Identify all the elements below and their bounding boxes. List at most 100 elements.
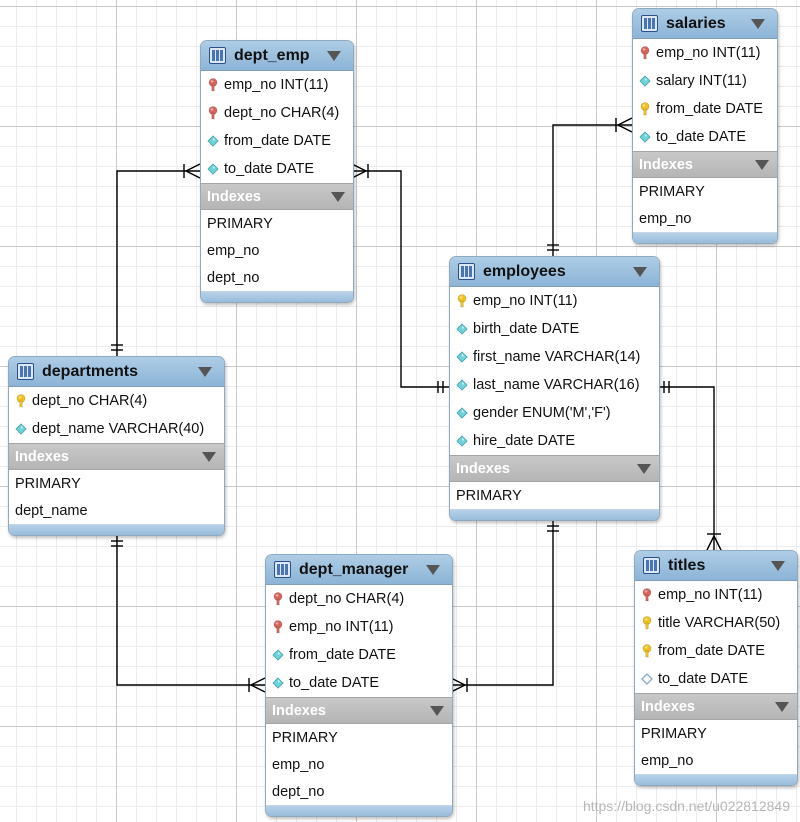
table-header[interactable]: departments — [9, 357, 224, 387]
column-row[interactable]: gender ENUM('M','F') — [450, 399, 659, 427]
collapse-triangle-icon[interactable] — [430, 705, 444, 716]
collapse-triangle-icon[interactable] — [751, 18, 765, 29]
column-row[interactable]: last_name VARCHAR(16) — [450, 371, 659, 399]
column-row[interactable]: to_date DATE — [633, 123, 777, 151]
column-row[interactable]: hire_date DATE — [450, 427, 659, 455]
foreign-key-icon — [208, 106, 218, 120]
collapse-triangle-icon[interactable] — [771, 560, 785, 571]
crows-foot-marker — [250, 677, 266, 686]
connector-employees-salaries — [552, 124, 632, 256]
column-label: dept_no CHAR(4) — [32, 393, 148, 409]
indexes-header[interactable]: Indexes — [201, 183, 353, 210]
indexes-header[interactable]: Indexes — [9, 443, 224, 470]
crows-foot-marker — [617, 117, 633, 126]
crows-foot-marker — [185, 163, 201, 172]
column-row[interactable]: dept_no CHAR(4) — [9, 387, 224, 415]
column-row[interactable]: emp_no INT(11) — [450, 287, 659, 315]
indexes-header[interactable]: Indexes — [633, 151, 777, 178]
indexes-label: Indexes — [207, 188, 261, 205]
collapse-triangle-icon[interactable] — [331, 191, 345, 202]
crows-foot-marker — [617, 124, 633, 133]
column-diamond-icon — [272, 649, 284, 661]
collapse-triangle-icon[interactable] — [202, 451, 216, 462]
column-row[interactable]: from_date DATE — [201, 127, 353, 155]
column-label: dept_no CHAR(4) — [289, 591, 405, 607]
column-row[interactable]: dept_no CHAR(4) — [201, 99, 353, 127]
column-label: to_date DATE — [656, 129, 747, 145]
index-row[interactable]: PRIMARY — [207, 215, 273, 232]
collapse-triangle-icon[interactable] — [426, 564, 440, 575]
column-row[interactable]: to_date DATE — [201, 155, 353, 183]
crows-foot-marker — [713, 535, 722, 551]
column-row[interactable]: to_date DATE — [635, 665, 797, 693]
table-header[interactable]: employees — [450, 257, 659, 287]
column-row[interactable]: emp_no INT(11) — [633, 39, 777, 67]
collapse-triangle-icon[interactable] — [633, 266, 647, 277]
index-row[interactable]: emp_no — [639, 210, 692, 227]
crows-foot-marker — [351, 163, 367, 172]
collapse-triangle-icon[interactable] — [637, 463, 651, 474]
table-dept-emp[interactable]: dept_emp emp_no INT(11) dept_no CHAR(4) fro… — [200, 40, 354, 303]
index-row[interactable]: emp_no — [641, 752, 694, 769]
column-diamond-icon — [207, 163, 219, 175]
collapse-triangle-icon[interactable] — [198, 366, 212, 377]
table-footer — [450, 509, 659, 520]
column-row[interactable]: dept_name VARCHAR(40) — [9, 415, 224, 443]
table-header[interactable]: dept_emp — [201, 41, 353, 71]
column-row[interactable]: from_date DATE — [266, 641, 452, 669]
primary-key-icon — [16, 394, 26, 408]
table-dept-manager[interactable]: dept_manager dept_no CHAR(4) emp_no INT(11… — [265, 554, 453, 817]
primary-key-icon — [642, 616, 652, 630]
table-header[interactable]: salaries — [633, 9, 777, 39]
column-label: to_date DATE — [658, 671, 749, 687]
column-label: dept_no CHAR(4) — [224, 105, 340, 121]
index-row[interactable]: PRIMARY — [15, 475, 81, 492]
table-header[interactable]: titles — [635, 551, 797, 581]
column-label: emp_no INT(11) — [289, 619, 394, 635]
column-row[interactable]: dept_no CHAR(4) — [266, 585, 452, 613]
column-row[interactable]: to_date DATE — [266, 669, 452, 697]
index-row[interactable]: PRIMARY — [272, 729, 338, 746]
table-departments[interactable]: departments dept_no CHAR(4) dept_name VARC… — [8, 356, 225, 536]
table-titles[interactable]: titles emp_no INT(11) title VARCHAR(50) fro… — [634, 550, 798, 786]
column-label: dept_name VARCHAR(40) — [32, 421, 205, 437]
column-diamond-icon — [456, 379, 468, 391]
connector-departments-dept-manager — [116, 535, 265, 686]
column-row[interactable]: first_name VARCHAR(14) — [450, 343, 659, 371]
column-row[interactable]: title VARCHAR(50) — [635, 609, 797, 637]
collapse-triangle-icon[interactable] — [775, 701, 789, 712]
crows-foot-marker — [706, 535, 715, 551]
table-header[interactable]: dept_manager — [266, 555, 452, 585]
index-row[interactable]: PRIMARY — [456, 487, 522, 504]
collapse-triangle-icon[interactable] — [327, 50, 341, 61]
index-row[interactable]: dept_no — [207, 269, 260, 286]
index-row[interactable]: emp_no — [272, 756, 325, 773]
index-row[interactable]: PRIMARY — [641, 725, 707, 742]
collapse-triangle-icon[interactable] — [755, 159, 769, 170]
column-row[interactable]: emp_no INT(11) — [635, 581, 797, 609]
column-row[interactable]: birth_date DATE — [450, 315, 659, 343]
indexes-header[interactable]: Indexes — [635, 693, 797, 720]
indexes-header[interactable]: Indexes — [266, 697, 452, 724]
table-title: employees — [483, 262, 566, 280]
indexes-header[interactable]: Indexes — [450, 455, 659, 482]
indexes-label: Indexes — [641, 698, 695, 715]
column-row[interactable]: from_date DATE — [635, 637, 797, 665]
column-row[interactable]: emp_no INT(11) — [201, 71, 353, 99]
column-label: title VARCHAR(50) — [658, 615, 781, 631]
column-label: to_date DATE — [224, 161, 315, 177]
column-row[interactable]: from_date DATE — [633, 95, 777, 123]
index-row[interactable]: emp_no — [207, 242, 260, 259]
column-row[interactable]: salary INT(11) — [633, 67, 777, 95]
column-diamond-icon — [207, 135, 219, 147]
index-row[interactable]: dept_no — [272, 783, 325, 800]
column-diamond-icon — [639, 131, 651, 143]
index-row[interactable]: dept_name — [15, 502, 88, 519]
primary-key-icon — [457, 294, 467, 308]
table-title: dept_emp — [234, 46, 310, 64]
column-row[interactable]: emp_no INT(11) — [266, 613, 452, 641]
table-title: titles — [668, 556, 706, 574]
index-row[interactable]: PRIMARY — [639, 183, 705, 200]
